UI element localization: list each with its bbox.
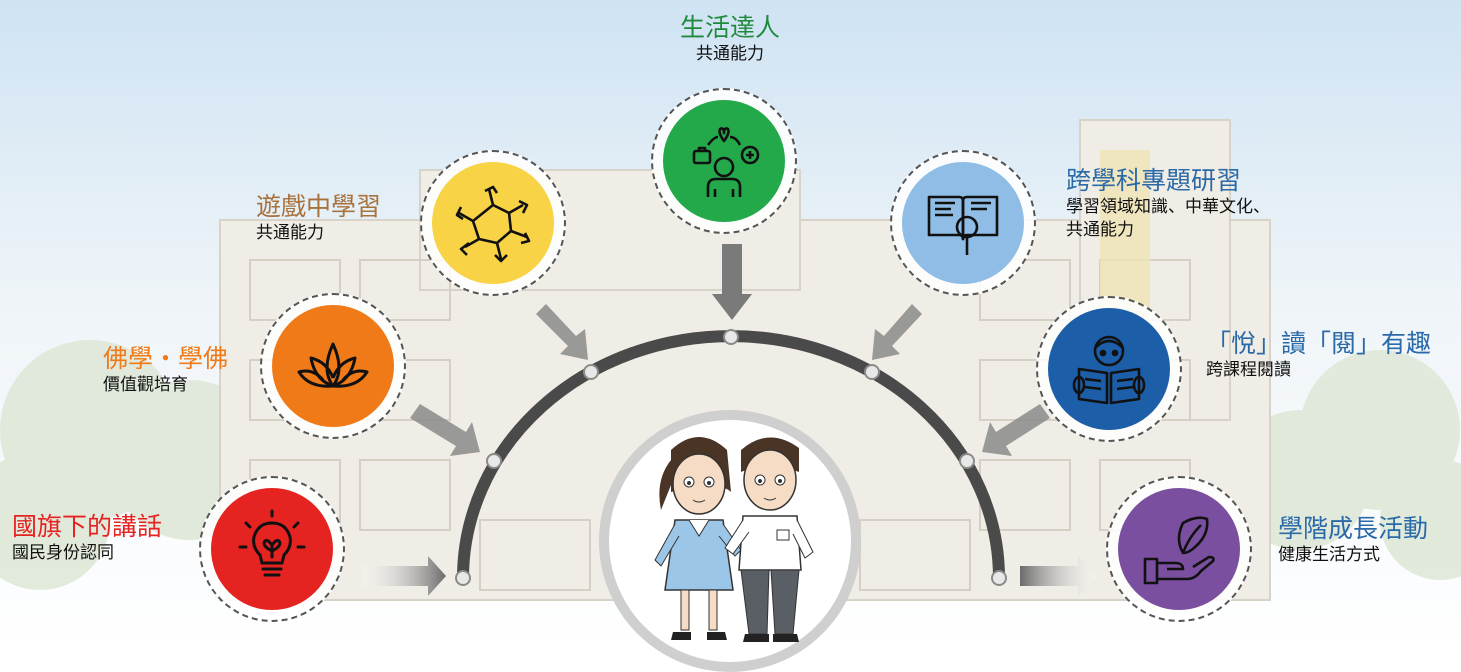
- label-reading: 「悅」讀「閱」有趣 跨課程閱讀: [1206, 329, 1431, 382]
- label-cross-subject: 跨學科專題研習 學習領域知識、中華文化、 共通能力: [1066, 166, 1270, 242]
- node-subtitle: 共通能力: [696, 44, 764, 64]
- node-title: 「悅」讀「閱」有趣: [1206, 329, 1432, 358]
- teamwork-hands-icon: [455, 185, 531, 263]
- disc: [1048, 308, 1170, 430]
- boy-student: [724, 437, 814, 642]
- arc-dot: [455, 570, 471, 586]
- node-reading: [1036, 296, 1182, 442]
- label-growth: 學階成長活動 健康生活方式: [1278, 514, 1428, 567]
- life-skills-person-icon: [692, 127, 760, 197]
- lightbulb-heart-icon: [238, 509, 306, 577]
- node-buddhism: [260, 293, 406, 439]
- node-subtitle-line2: 共通能力: [1066, 220, 1134, 240]
- disc: [211, 488, 333, 610]
- node-subtitle: 國民身份認同: [12, 543, 114, 563]
- node-subtitle: 健康生活方式: [1278, 545, 1380, 565]
- arc-dot: [991, 570, 1007, 586]
- reading-child-icon: [1072, 335, 1146, 405]
- node-title: 跨學科專題研習: [1066, 166, 1242, 195]
- arrow-buddhism: [410, 404, 480, 456]
- center-circle: [599, 410, 861, 672]
- disc: [1118, 488, 1240, 610]
- arc-dot: [486, 453, 502, 469]
- arrow-life-master: [712, 244, 752, 320]
- arrow-cross-subject: [872, 304, 922, 360]
- node-life-master: [651, 88, 797, 234]
- label-national-flag: 國旗下的講話 國民身份認同: [12, 512, 162, 565]
- node-title: 學階成長活動: [1278, 514, 1429, 543]
- node-title: 國旗下的講話: [12, 512, 163, 541]
- label-buddhism: 佛學・學佛 價值觀培育: [103, 344, 228, 397]
- arrows: [362, 244, 1098, 596]
- node-cross-subject: [890, 150, 1036, 296]
- node-title: 遊戲中學習: [256, 192, 382, 221]
- arrow-national-flag: [362, 556, 446, 596]
- arc-dot: [959, 453, 975, 469]
- node-national-flag: [199, 476, 345, 622]
- arrow-reading: [982, 404, 1050, 456]
- students-illustration: [654, 437, 814, 642]
- label-play-learning: 遊戲中學習 共通能力: [256, 192, 381, 245]
- node-subtitle: 跨課程閱讀: [1206, 360, 1291, 380]
- disc: [663, 100, 785, 222]
- node-subtitle: 共通能力: [256, 223, 324, 243]
- node-growth: [1106, 476, 1252, 622]
- connector-arc: [362, 244, 1098, 596]
- node-subtitle: 價值觀培育: [103, 375, 188, 395]
- node-play-learning: [420, 150, 566, 296]
- disc: [272, 305, 394, 427]
- girl-student: [654, 437, 742, 640]
- arrow-play-learning: [536, 304, 588, 360]
- node-subtitle: 學習領域知識、中華文化、: [1066, 197, 1270, 217]
- disc: [902, 162, 1024, 284]
- disc: [432, 162, 554, 284]
- node-title: 佛學・學佛: [103, 344, 229, 373]
- lotus-icon: [297, 342, 369, 388]
- label-life-master: 生活達人 共通能力: [680, 13, 780, 66]
- arc-dot: [583, 364, 599, 380]
- book-magnifier-icon: [927, 195, 999, 255]
- hand-leaf-icon: [1143, 516, 1215, 585]
- node-title: 生活達人: [680, 13, 781, 42]
- arrow-growth: [1020, 556, 1098, 596]
- arc-dot: [864, 364, 880, 380]
- arc-dot: [723, 329, 739, 345]
